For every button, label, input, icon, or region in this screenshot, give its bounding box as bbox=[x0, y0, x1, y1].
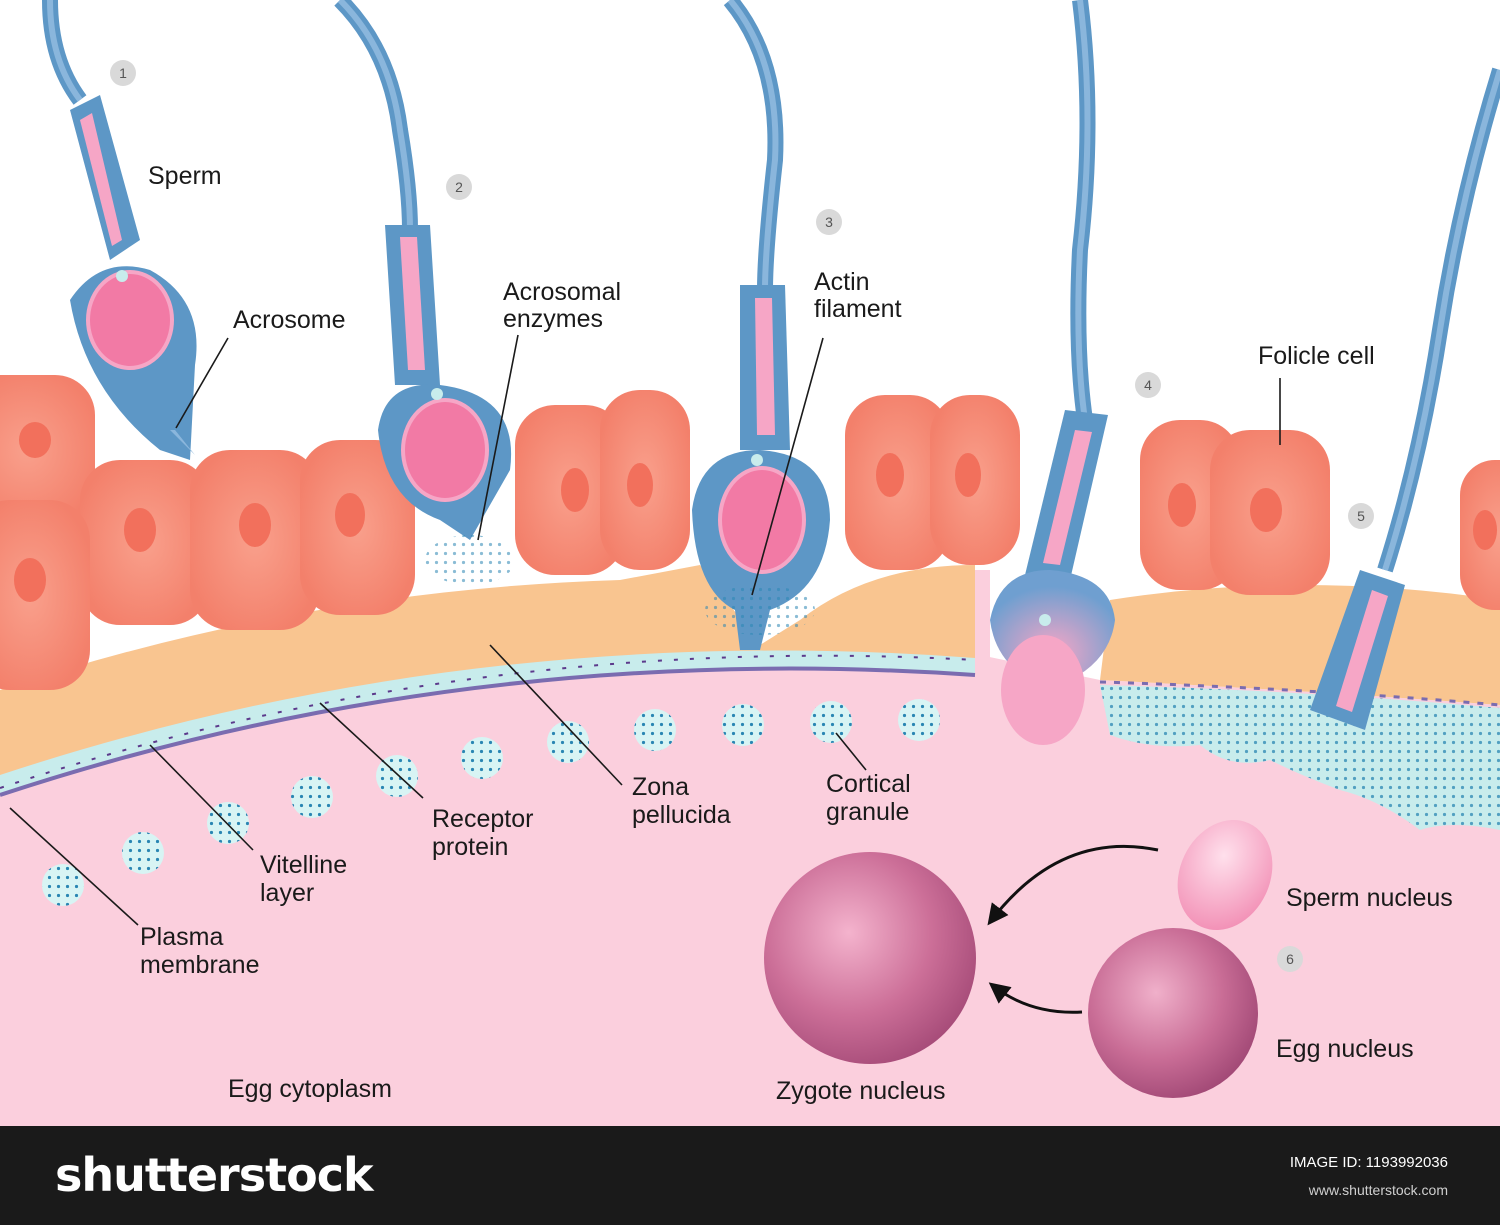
step-badge-6: 6 bbox=[1277, 946, 1303, 972]
label-cortical-granule-2: granule bbox=[826, 798, 909, 826]
step-badge-5: 5 bbox=[1348, 503, 1374, 529]
label-egg-cytoplasm: Egg cytoplasm bbox=[228, 1075, 392, 1103]
label-cortical-granule-1: Cortical bbox=[826, 770, 911, 798]
label-actin-filament-1: Actin bbox=[814, 268, 870, 296]
sperm-4 bbox=[990, 0, 1115, 745]
acrosomal-enzyme-dots bbox=[425, 535, 515, 585]
zygote-nucleus bbox=[764, 852, 976, 1064]
svg-text:4: 4 bbox=[1144, 377, 1152, 393]
label-acrosomal-enzymes-2: enzymes bbox=[503, 305, 603, 333]
step-badge-2: 2 bbox=[446, 174, 472, 200]
label-vitelline-layer-2: layer bbox=[260, 879, 314, 907]
label-zona-pellucida-1: Zona bbox=[632, 773, 689, 801]
svg-text:1: 1 bbox=[119, 65, 127, 81]
egg-nucleus bbox=[1088, 928, 1258, 1098]
label-vitelline-layer-1: Vitelline bbox=[260, 851, 347, 879]
label-receptor-protein-2: protein bbox=[432, 833, 508, 861]
arrow-sperm-to-zygote bbox=[987, 844, 1159, 926]
step-badge-1: 1 bbox=[110, 60, 136, 86]
plasma-membrane-line bbox=[0, 666, 976, 797]
sperm-nucleus-blob bbox=[1177, 819, 1273, 931]
sperm-3 bbox=[692, 0, 830, 650]
released-granule-dots bbox=[1100, 685, 1500, 830]
zona-pellucida-gap bbox=[975, 570, 990, 660]
follicle-cells bbox=[0, 375, 1500, 690]
label-sperm-nucleus: Sperm nucleus bbox=[1286, 884, 1453, 912]
svg-text:6: 6 bbox=[1286, 951, 1294, 967]
site-url: www.shutterstock.com bbox=[1308, 1182, 1448, 1198]
sperm-1 bbox=[42, 0, 197, 460]
label-receptor-protein-1: Receptor bbox=[432, 805, 533, 833]
svg-text:5: 5 bbox=[1357, 508, 1365, 524]
arrow-egg-to-zygote bbox=[988, 982, 1083, 1014]
svg-text:2: 2 bbox=[455, 179, 463, 195]
brand-logo: shutterstock bbox=[55, 1148, 374, 1202]
label-plasma-membrane-1: Plasma bbox=[140, 923, 223, 951]
leader-lines bbox=[9, 334, 1281, 926]
image-id: IMAGE ID: 1193992036 bbox=[1289, 1154, 1448, 1171]
fertilization-diagram: 1 2 3 4 5 6 Sperm Acrosome Acrosomal enz… bbox=[0, 0, 1500, 1126]
cortical-granules bbox=[42, 699, 940, 906]
sperm-2 bbox=[334, 0, 512, 540]
label-zygote-nucleus: Zygote nucleus bbox=[776, 1077, 946, 1105]
label-acrosomal-enzymes-1: Acrosomal bbox=[503, 278, 621, 306]
svg-text:3: 3 bbox=[825, 214, 833, 230]
zona-pellucida-right bbox=[1100, 585, 1500, 705]
label-acrosome: Acrosome bbox=[233, 306, 346, 334]
label-folicle-cell: Folicle cell bbox=[1258, 342, 1375, 370]
label-actin-filament-2: filament bbox=[814, 295, 902, 323]
vitelline-layer bbox=[0, 650, 975, 795]
label-sperm: Sperm bbox=[148, 162, 222, 190]
label-plasma-membrane-2: membrane bbox=[140, 951, 260, 979]
step-badge-4: 4 bbox=[1135, 372, 1161, 398]
label-egg-nucleus: Egg nucleus bbox=[1276, 1035, 1414, 1063]
sperm-5 bbox=[1310, 67, 1500, 730]
right-membrane-line bbox=[1099, 680, 1500, 707]
label-zona-pellucida-2: pellucida bbox=[632, 801, 731, 829]
step-badge-3: 3 bbox=[816, 209, 842, 235]
footer-bar: shutterstock IMAGE ID: 1193992036 www.sh… bbox=[0, 1126, 1500, 1225]
